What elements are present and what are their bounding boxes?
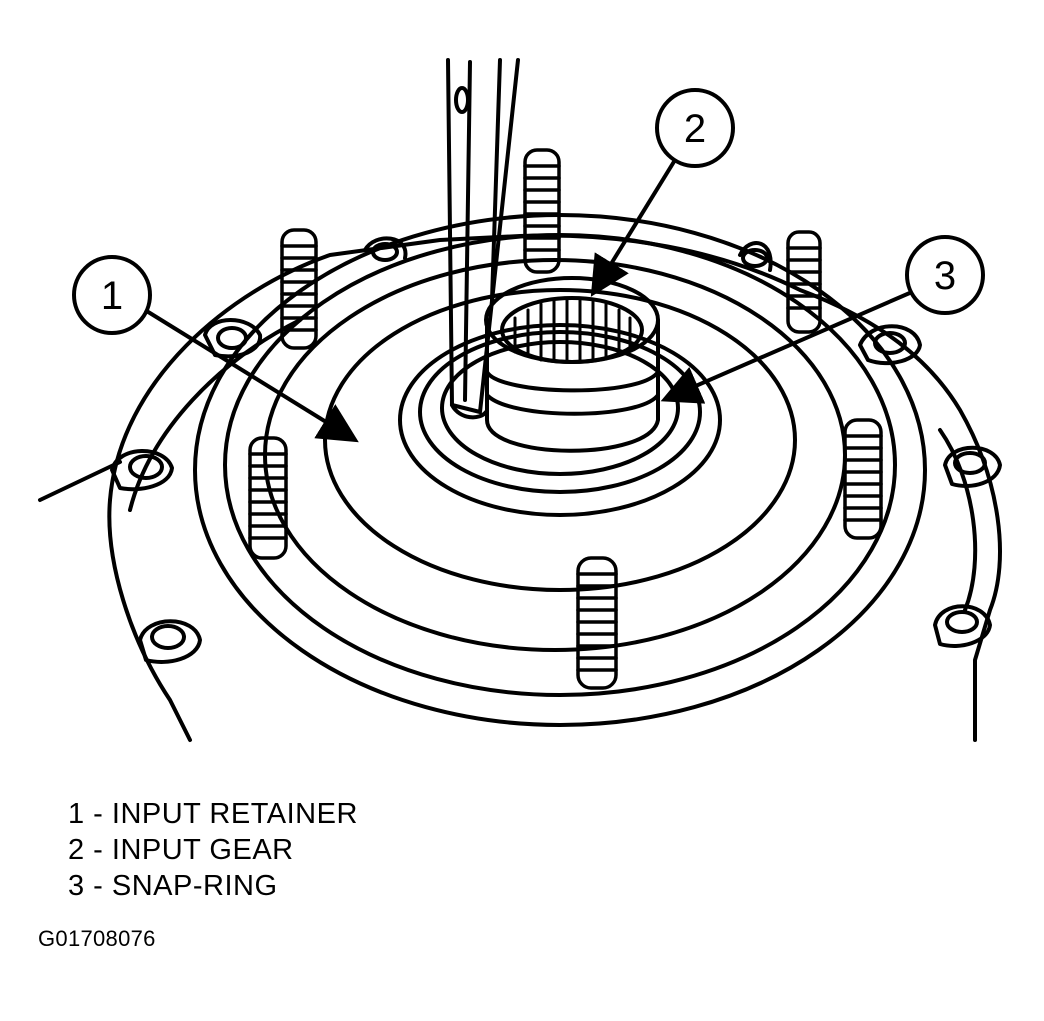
callout-3-number: 3	[934, 254, 956, 298]
callout-2-number: 2	[684, 107, 706, 151]
figure-code: G01708076	[38, 926, 156, 951]
legend-item: 1 - INPUT RETAINER	[68, 798, 358, 830]
legend-item: 3 - SNAP-RING	[68, 870, 278, 902]
stud	[843, 418, 883, 540]
callouts: 1 2 3	[72, 88, 985, 443]
legend-item: 2 - INPUT GEAR	[68, 834, 294, 866]
bolt-hole	[138, 619, 202, 664]
stud	[523, 148, 561, 274]
bolt-hole	[933, 604, 992, 648]
bolt-hole	[110, 449, 174, 492]
input-gear	[484, 276, 660, 453]
callout-1-number: 1	[101, 274, 123, 318]
bolt-hole	[943, 445, 1002, 488]
housing	[38, 233, 1002, 742]
callout-1: 1	[72, 255, 359, 443]
stud	[576, 556, 618, 690]
input-retainer-diagram: 1 2 3	[38, 58, 1002, 742]
stud	[248, 436, 288, 560]
legend: 1 - INPUT RETAINER 2 - INPUT GEAR 3 - SN…	[68, 796, 358, 904]
studs	[248, 148, 883, 690]
retainer-rings	[193, 213, 927, 727]
callout-3: 3	[660, 235, 985, 404]
stud	[280, 228, 318, 350]
stud	[786, 230, 822, 334]
callout-2: 2	[590, 88, 735, 297]
removal-tool	[446, 58, 520, 420]
